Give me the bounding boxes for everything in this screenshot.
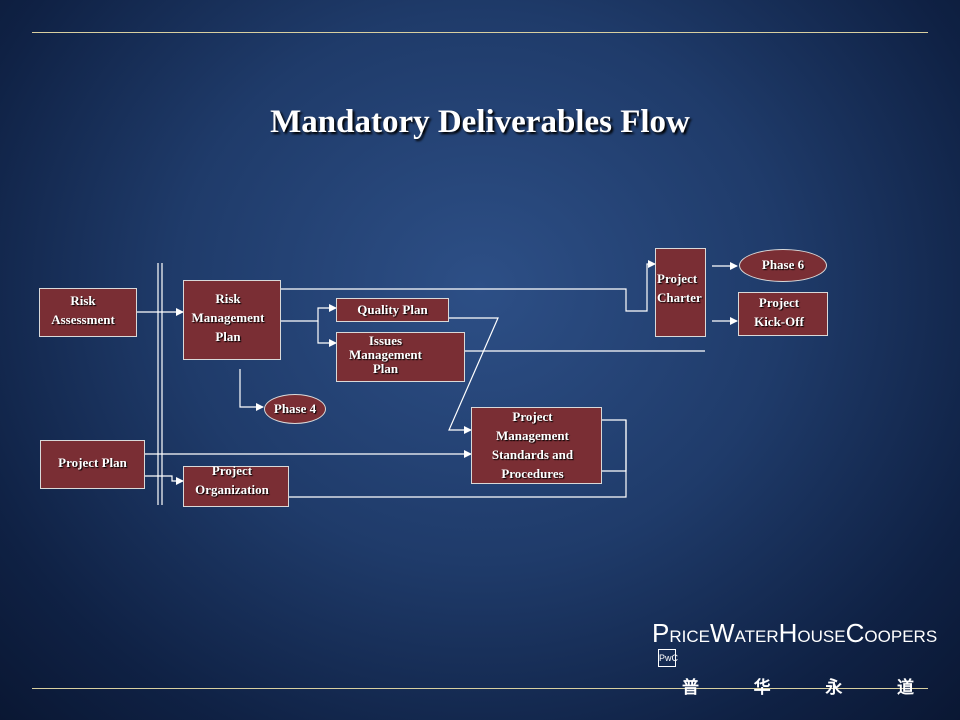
page-title: Mandatory Deliverables Flow <box>270 104 690 140</box>
pwc-logo: PRICEWATERHOUSECOOPERS PwC 普 华 永 道 <box>652 618 937 698</box>
project-kickoff-label: Project Kick-Off <box>754 295 804 329</box>
phase-6-badge[interactable]: Phase 6 <box>739 249 827 282</box>
pwc-mark-icon: PwC <box>658 649 678 667</box>
chinese-char-1: 普 <box>682 678 699 699</box>
chinese-char-3: 永 <box>825 678 843 699</box>
chinese-char-2: 华 <box>753 678 771 699</box>
chinese-char-4: 道 <box>896 678 914 699</box>
risk-management-plan-label: Risk Management Plan <box>191 291 265 344</box>
bottom-rule <box>32 688 928 689</box>
top-rule <box>32 32 928 33</box>
project-charter-label: Project Charter <box>657 271 702 305</box>
quality-plan-box[interactable]: Quality Plan <box>336 298 449 322</box>
project-organization-label: Project Organization <box>195 463 269 497</box>
project-organization-box[interactable]: Project Organization <box>183 463 289 507</box>
project-plan-label: Project Plan <box>58 455 127 470</box>
risk-assessment-box[interactable]: Risk Assessment <box>39 288 137 337</box>
chinese-name: 普 华 永 道 <box>682 673 914 698</box>
issues-management-plan-label: Issues Management Plan <box>349 333 422 376</box>
pm-standards-label: Project Management Standards and Procedu… <box>491 409 574 481</box>
phase-4-label: Phase 4 <box>273 401 317 416</box>
project-kickoff-box[interactable]: Project Kick-Off <box>738 292 828 336</box>
risk-assessment-label: Risk Assessment <box>51 293 115 327</box>
project-charter-box[interactable]: Project Charter <box>655 248 706 337</box>
quality-plan-label: Quality Plan <box>357 302 428 317</box>
phase-4-badge[interactable]: Phase 4 <box>264 394 326 424</box>
phase-6-label: Phase 6 <box>761 257 805 272</box>
project-plan-box[interactable]: Project Plan <box>40 440 145 489</box>
risk-management-plan-box[interactable]: Risk Management Plan <box>183 280 281 360</box>
pwc-wordmark: PRICEWATERHOUSECOOPERS <box>652 618 938 648</box>
issues-management-plan-box[interactable]: Issues Management Plan <box>336 332 465 382</box>
pm-standards-box[interactable]: Project Management Standards and Procedu… <box>471 407 602 484</box>
